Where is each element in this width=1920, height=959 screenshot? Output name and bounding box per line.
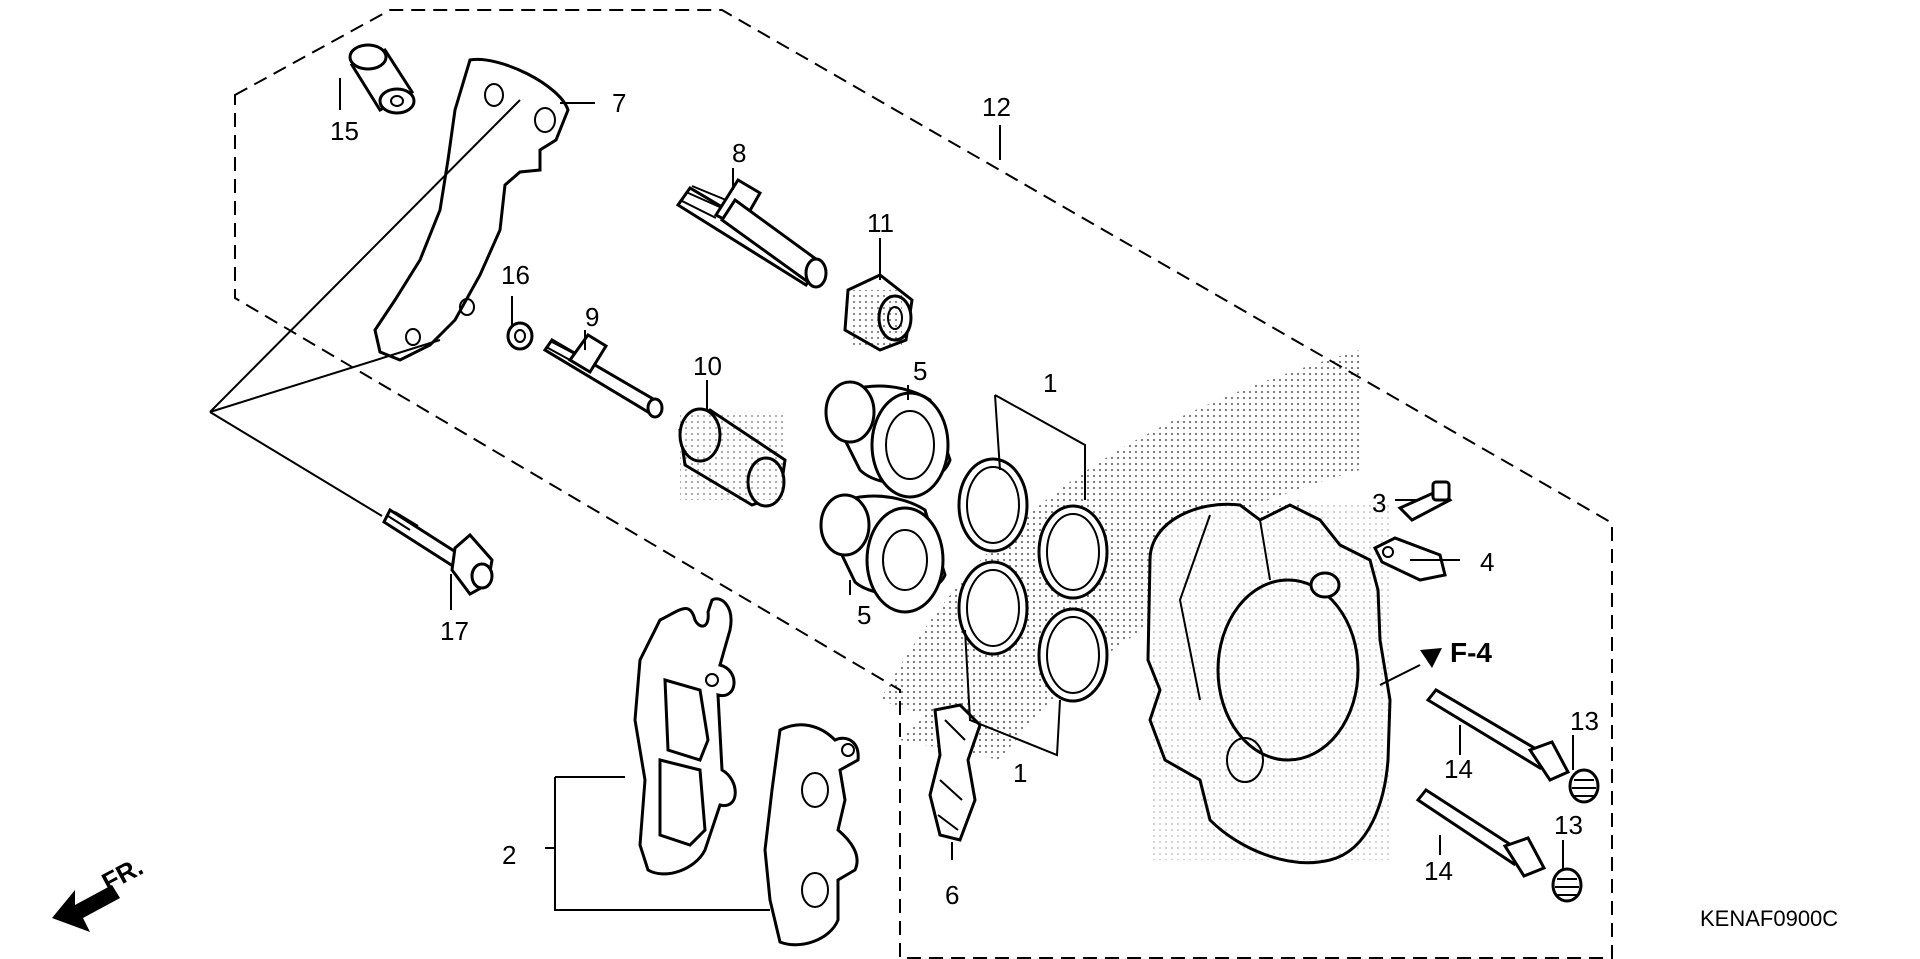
callout-8: 8 xyxy=(732,138,746,168)
callout-11: 11 xyxy=(867,208,894,238)
collar xyxy=(348,43,416,115)
caliper-bracket xyxy=(373,57,570,362)
callout-5-upper: 5 xyxy=(913,356,927,386)
brake-pad-front xyxy=(633,597,737,876)
diagram-code: KENAF0900C xyxy=(1700,906,1838,931)
brake-pad-rear xyxy=(763,723,860,947)
callout-14-lower: 14 xyxy=(1424,856,1453,886)
pin-bolt-short xyxy=(542,332,664,419)
assembly-boundary xyxy=(234,9,1613,959)
callout-3: 3 xyxy=(1372,488,1386,518)
callout-10: 10 xyxy=(693,351,722,381)
reference-label: F-4 xyxy=(1450,637,1492,668)
callout-5-lower: 5 xyxy=(857,600,871,630)
callout-12: 12 xyxy=(982,92,1011,122)
callout-4: 4 xyxy=(1480,547,1494,577)
leader-lines xyxy=(209,78,1574,911)
callout-16: 16 xyxy=(501,260,530,290)
reference-arrow xyxy=(1420,648,1442,668)
callout-1-lower: 1 xyxy=(1013,758,1027,788)
washer xyxy=(506,321,534,351)
mounting-bolt xyxy=(382,507,494,596)
boot-large xyxy=(843,273,914,352)
callout-1-upper: 1 xyxy=(1043,368,1057,398)
caliper-body xyxy=(1146,502,1392,865)
callout-15: 15 xyxy=(330,116,359,146)
pad-pin-upper xyxy=(1425,688,1571,782)
pin-bolt-long xyxy=(675,177,828,289)
pin-plug-lower xyxy=(1551,867,1583,903)
piston-lower xyxy=(819,493,947,614)
pad-pin-lower xyxy=(1415,788,1547,878)
front-direction-arrow xyxy=(52,885,120,932)
bleeder-screw xyxy=(1397,480,1453,522)
callout-13-upper: 13 xyxy=(1570,706,1599,736)
callout-2: 2 xyxy=(502,840,516,870)
pin-plug-upper xyxy=(1568,768,1600,804)
callout-9: 9 xyxy=(585,302,599,332)
piston-seals xyxy=(957,457,1109,703)
piston-upper xyxy=(824,380,952,499)
callout-7: 7 xyxy=(612,88,626,118)
callout-6: 6 xyxy=(945,880,959,910)
pad-spring xyxy=(928,703,982,842)
boot-small xyxy=(678,407,787,508)
callout-14-upper: 14 xyxy=(1444,754,1473,784)
callout-13-lower: 13 xyxy=(1554,810,1583,840)
callout-17: 17 xyxy=(440,616,469,646)
